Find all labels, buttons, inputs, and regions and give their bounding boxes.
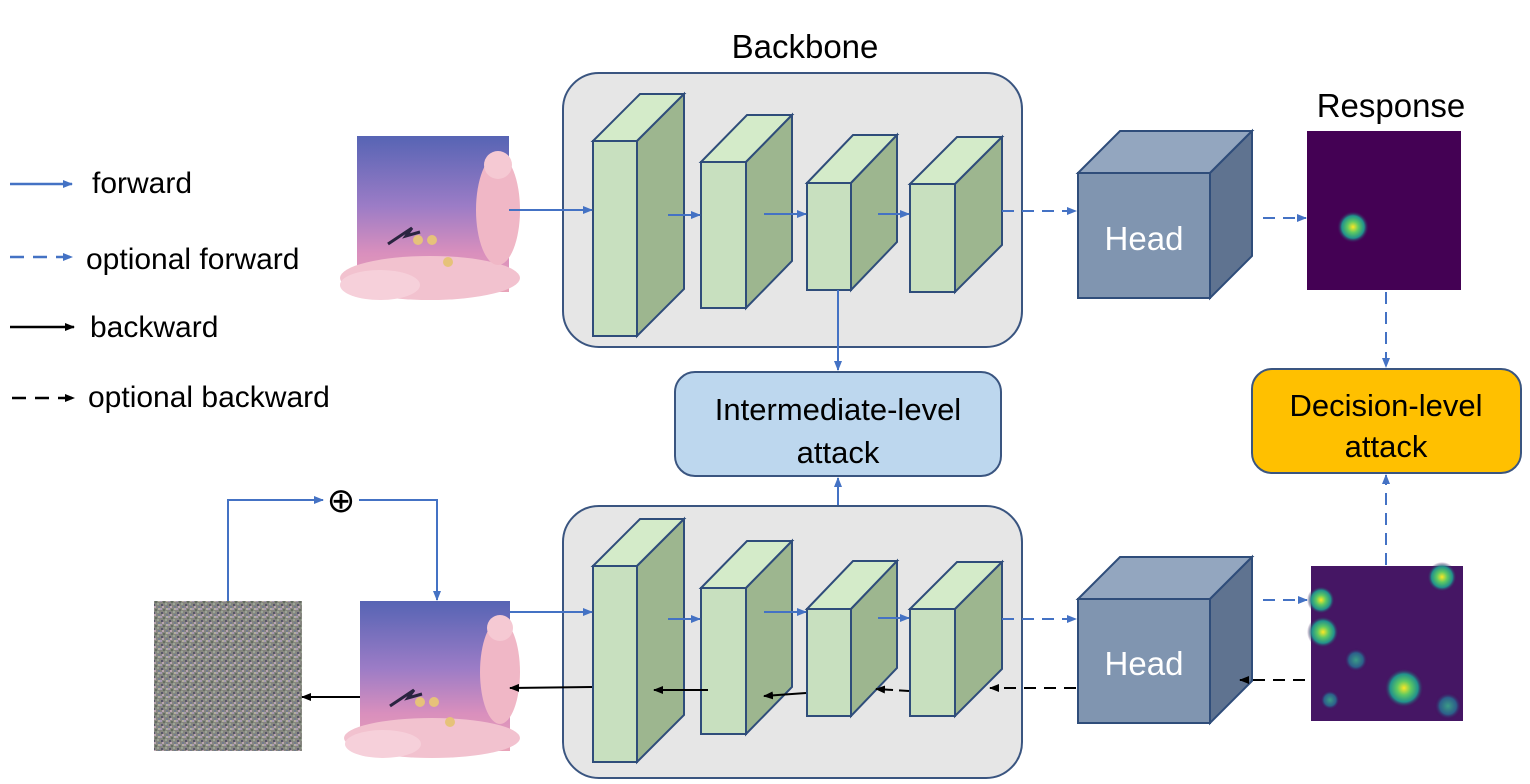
legend-backward-label: backward [90,311,218,344]
intermediate-level-attack-box: Intermediate-level attack [674,371,1002,477]
decision-level-attack-box: Decision-level attack [1251,368,1522,474]
backbone-title: Backbone [732,28,879,65]
backbone-block-1-bottom [590,516,687,765]
backbone-block-2-bottom [698,538,795,737]
head-label-top: Head [1105,220,1184,257]
response-title: Response [1317,87,1466,124]
legend: forward optional forward backward option… [10,167,330,414]
backbone-block-3-bottom [804,558,900,719]
arrow-noise-to-oplus [227,496,324,601]
legend-optional-backward-label: optional backward [88,381,330,414]
response-heatmap-top [1307,131,1461,290]
decision-attack-line2: attack [1345,429,1428,464]
legend-optional-forward-label: optional forward [86,243,299,276]
backward-arrow-block1-to-image [509,683,593,692]
backbone-block-4-bottom [907,559,1005,719]
head-block-bottom: Head [1075,554,1255,726]
decision-attack-line1: Decision-level [1290,388,1483,423]
backbone-block-4-top [907,134,1005,295]
backbone-block-3-top [804,132,900,293]
backbone-block-1-top [590,91,687,339]
head-block-top: Head [1075,128,1255,301]
oplus-symbol: ⊕ [327,482,356,520]
head-label-bottom: Head [1105,645,1184,682]
adversarial-noise-image [154,601,302,751]
response-heatmap-bottom [1307,562,1463,721]
legend-forward-label: forward [92,167,192,200]
intermediate-attack-line1: Intermediate-level [715,392,961,427]
backward-arrow-block4-to-block3 [875,685,910,694]
intermediate-attack-line2: attack [797,435,880,470]
backbone-block-2-top [698,112,795,311]
arrow-oplus-to-perturbed-image [359,499,441,601]
perturbed-input-image [344,601,520,758]
input-image-top [340,136,520,300]
backward-arrow-block3-to-block2 [763,691,807,700]
